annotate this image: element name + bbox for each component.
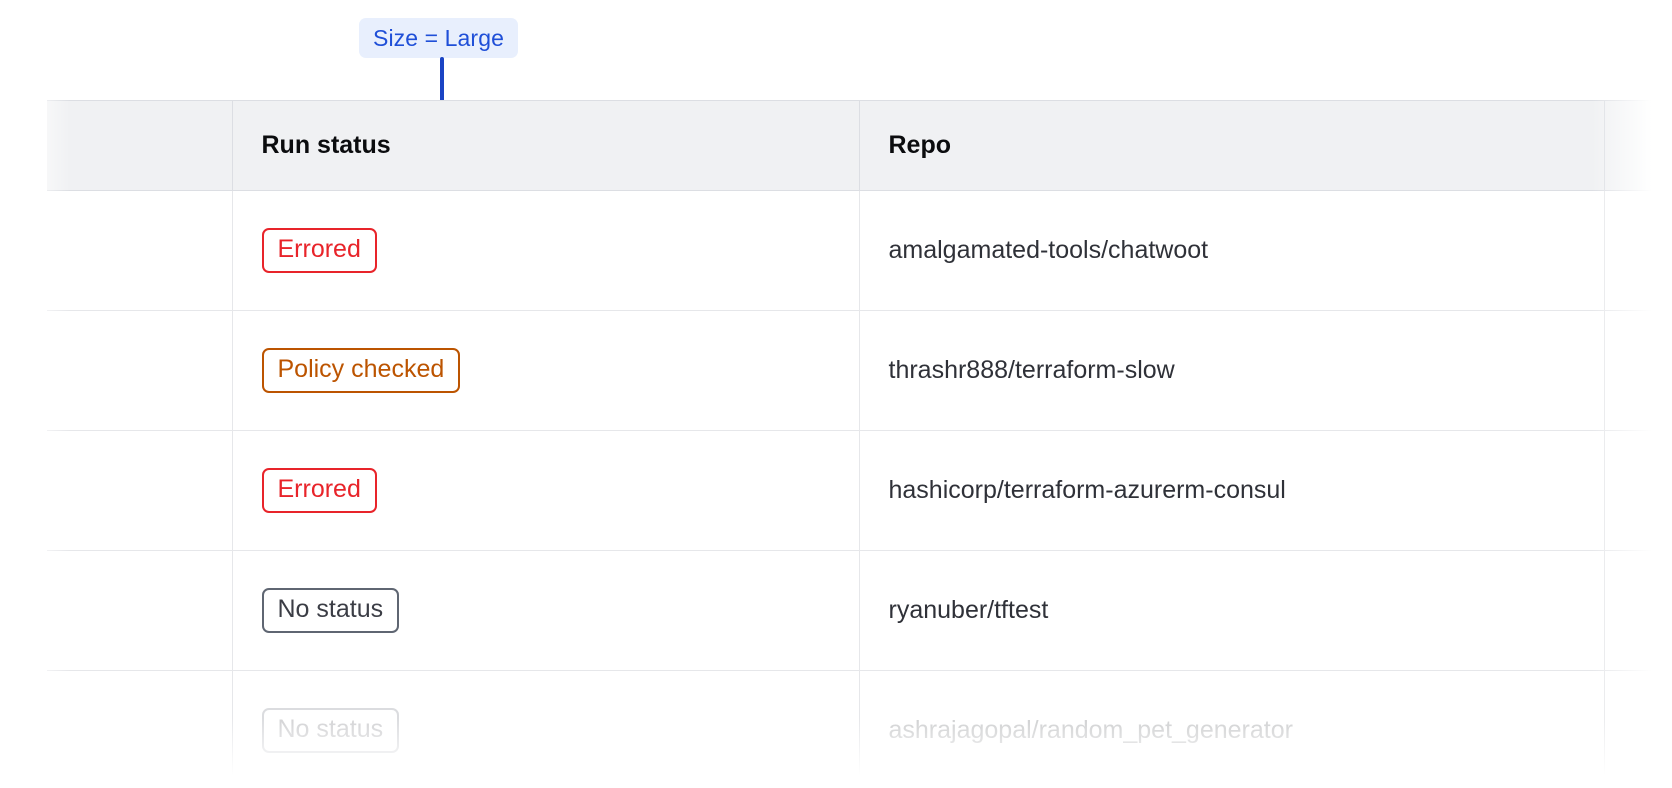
status-badge[interactable]: Errored [261,468,377,513]
repo-cell: ryanuber/tftest [859,550,1605,671]
repo-name[interactable]: thrashr888/terraform-slow [888,356,1175,384]
status-badge[interactable]: No status [261,708,400,753]
run-status-cell: Errored [232,430,860,551]
row-tail-cell [1604,430,1672,551]
status-badge[interactable]: No status [261,588,400,633]
table-header-row: Run status Repo [47,100,1672,191]
row-tail-cell [1604,550,1672,671]
repo-name[interactable]: ryanuber/tftest [888,596,1049,624]
repo-cell: thrashr888/terraform-slow [859,310,1605,431]
table-body: Errored amalgamated-tools/chatwoot Polic… [47,190,1672,788]
repo-cell: amalgamated-tools/chatwoot [859,190,1605,311]
table-header: Run status Repo [47,100,1672,191]
row-spacer-cell [47,310,233,431]
row-spacer-cell [47,670,233,788]
column-header-repo-label: Repo [888,131,952,159]
column-header-spacer [47,100,233,191]
status-badge[interactable]: Errored [261,228,377,273]
row-tail-cell [1604,310,1672,431]
row-spacer-cell [47,430,233,551]
run-status-cell: No status [232,550,860,671]
repo-cell: hashicorp/terraform-azurerm-consul [859,430,1605,551]
size-annotation-label: Size = Large [373,24,504,51]
row-tail-cell [1604,670,1672,788]
column-header-tail [1604,100,1672,191]
column-header-run-status[interactable]: Run status [232,100,860,191]
column-header-run-status-label: Run status [261,131,391,159]
repo-name[interactable]: hashicorp/terraform-azurerm-consul [888,476,1286,504]
table-row[interactable]: Policy checked thrashr888/terraform-slow [47,310,1672,431]
row-tail-cell [1604,190,1672,311]
repo-name[interactable]: amalgamated-tools/chatwoot [888,236,1209,264]
runs-table-container: Run status Repo Errored [0,100,1672,788]
table-row[interactable]: Errored amalgamated-tools/chatwoot [47,190,1672,311]
run-status-cell: No status [232,670,860,788]
table-row[interactable]: Errored hashicorp/terraform-azurerm-cons… [47,430,1672,551]
repo-name[interactable]: ashrajagopal/random_pet_generator [888,716,1293,744]
run-status-cell: Errored [232,190,860,311]
table-row[interactable]: No status ryanuber/tftest [47,550,1672,671]
table-row[interactable]: No status ashrajagopal/random_pet_genera… [47,670,1672,788]
size-annotation-badge: Size = Large [359,18,518,58]
column-header-repo[interactable]: Repo [859,100,1605,191]
row-spacer-cell [47,550,233,671]
run-status-cell: Policy checked [232,310,860,431]
repo-cell: ashrajagopal/random_pet_generator [859,670,1605,788]
runs-table: Run status Repo Errored [47,100,1672,788]
row-spacer-cell [47,190,233,311]
status-badge[interactable]: Policy checked [261,348,461,393]
